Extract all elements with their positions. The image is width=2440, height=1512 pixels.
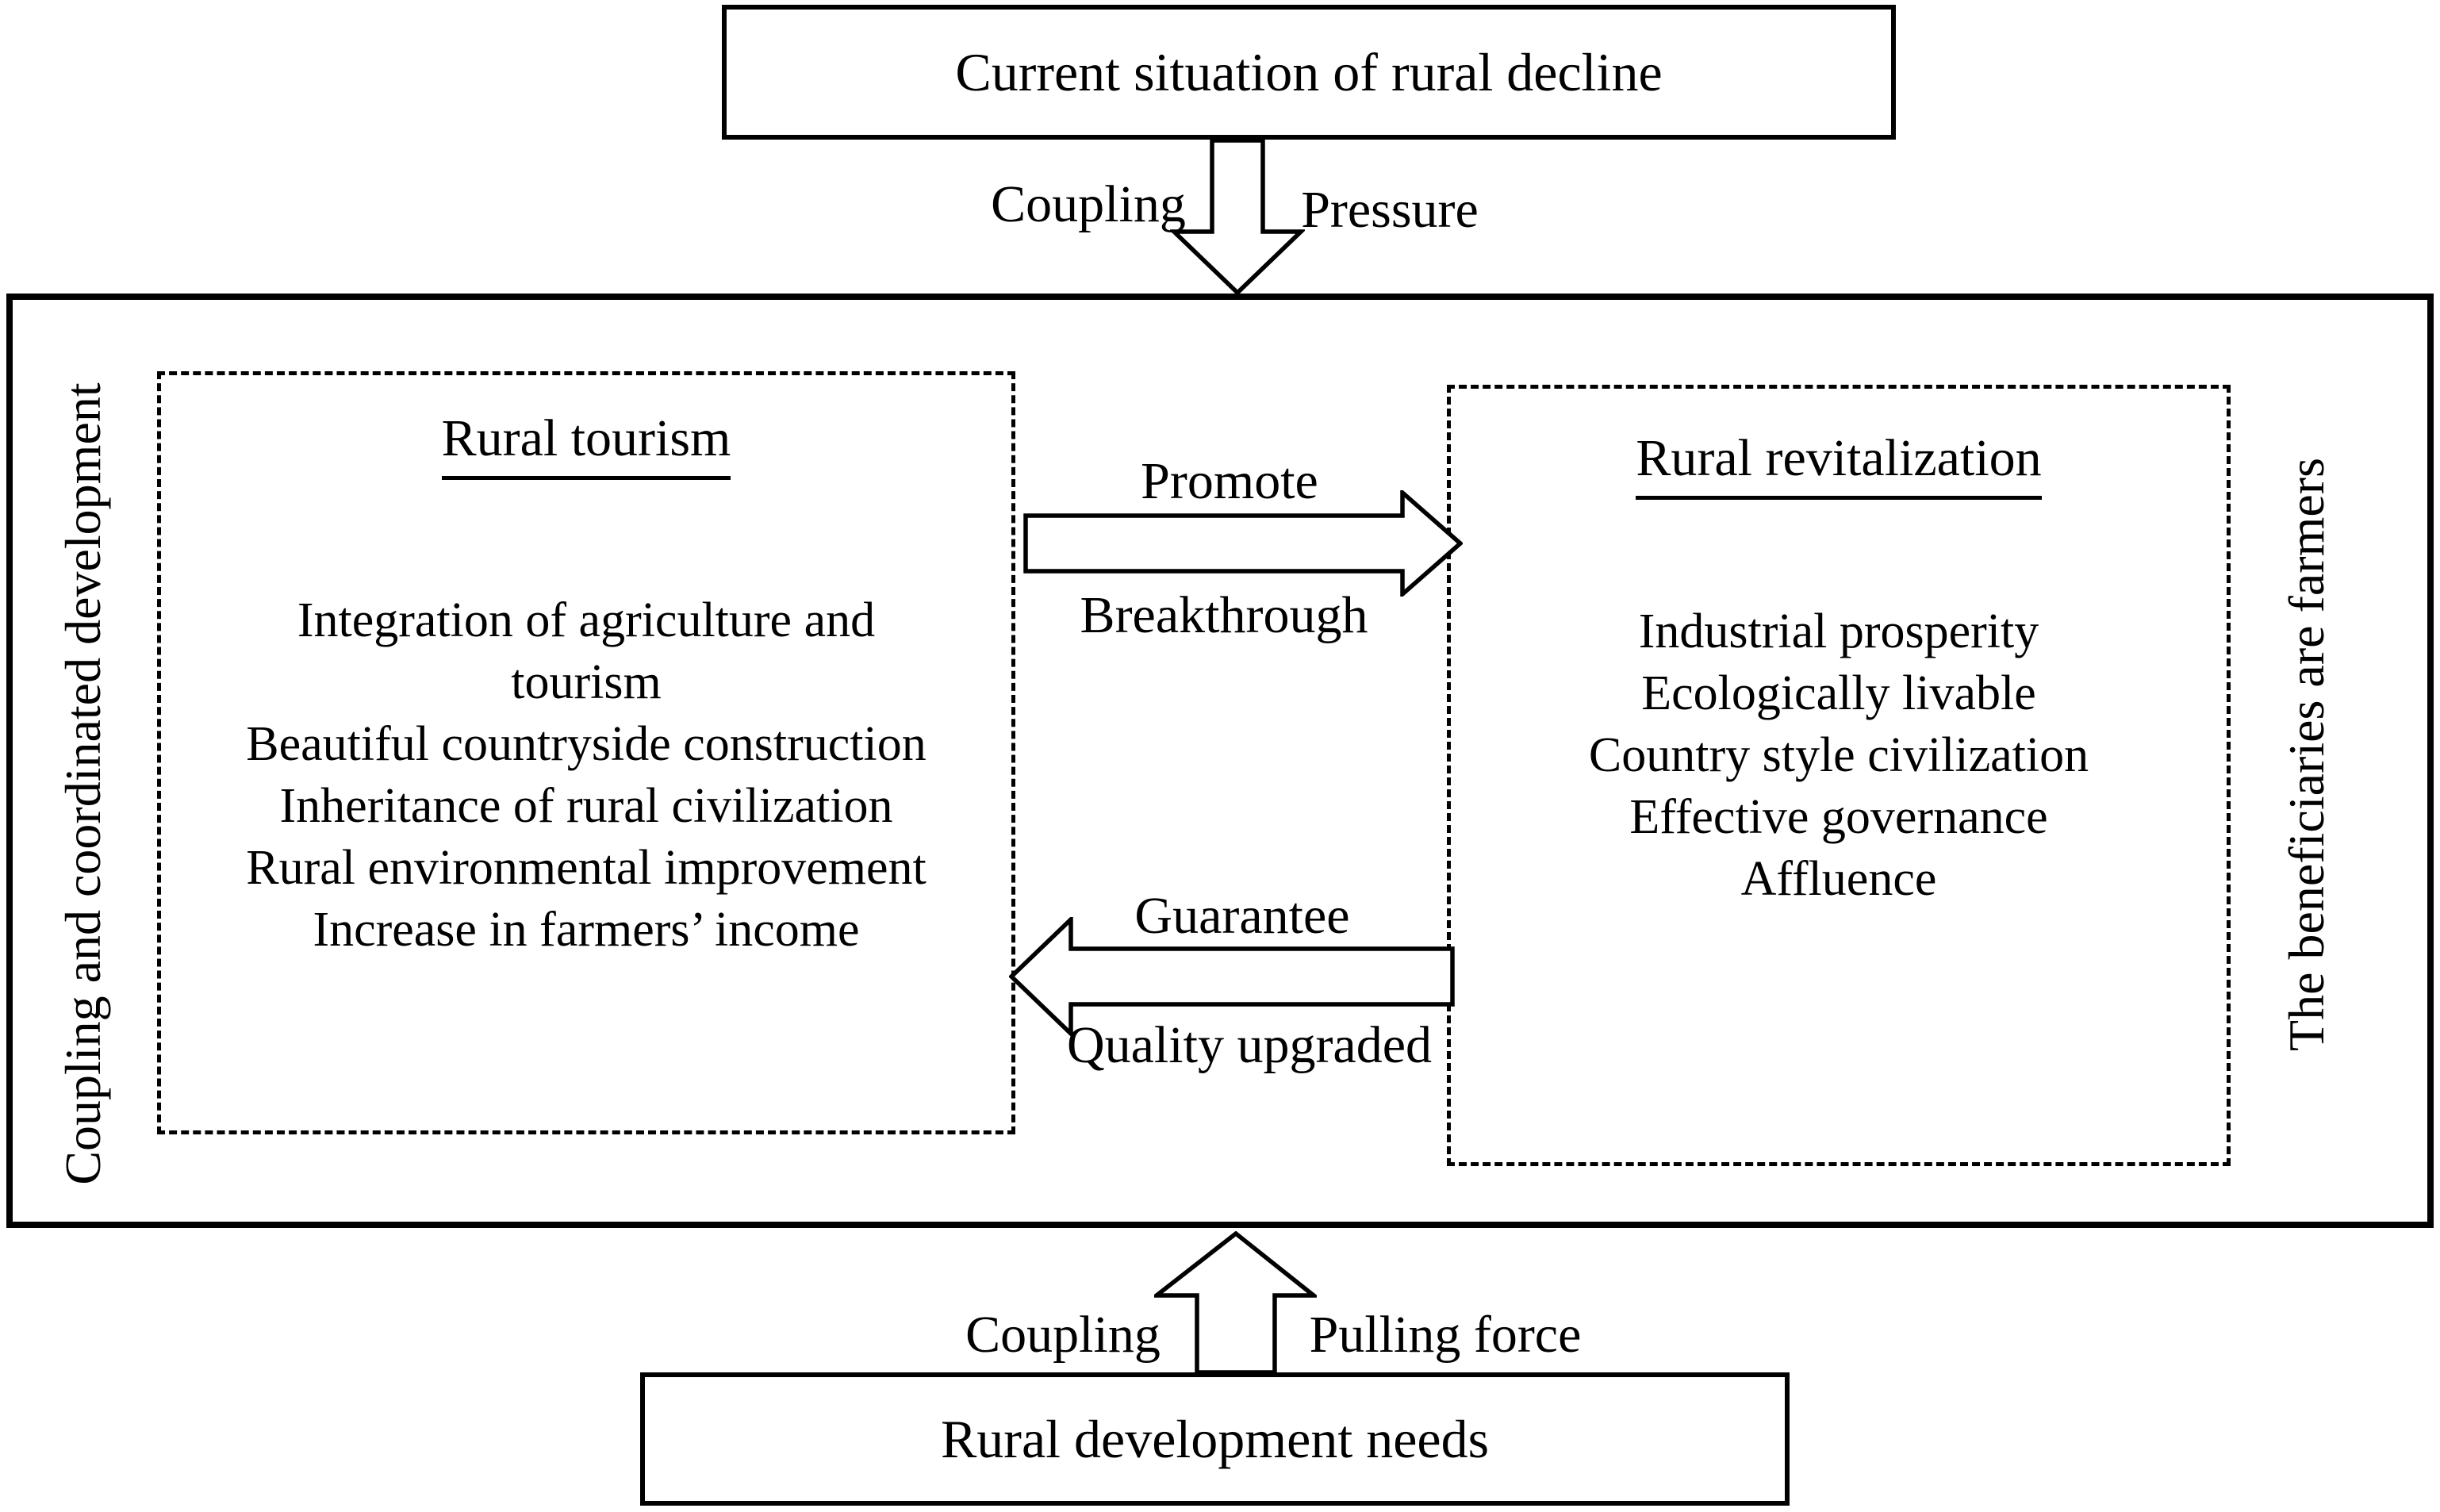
rural-development-needs-box: Rural development needs [640,1372,1790,1506]
list-item: Inheritance of rural civilization [279,779,893,833]
breakthrough-label: Breakthrough [1080,586,1368,644]
pressure-label: Pressure [1301,181,1479,239]
list-item: Country style civilization [1588,728,2089,782]
beneficiaries-vertical-label: The beneficiaries are farmers [2278,458,2334,1051]
promote-arrow-icon [1023,490,1463,597]
rural-tourism-box: Rural tourism Integration of agriculture… [157,371,1015,1134]
coupling-development-vertical-label: Coupling and coordinated development [55,382,111,1185]
current-situation-label: Current situation of rural decline [955,41,1663,102]
list-item: Affluence [1740,852,1937,906]
rural-revitalization-title: Rural revitalization [1636,428,2042,500]
guarantee-label: Guarantee [1134,887,1350,945]
quality-upgraded-label: Quality upgraded [1066,1016,1433,1074]
down-arrow-icon [1170,138,1305,295]
list-item: Industrial prosperity [1638,604,2039,658]
rural-tourism-title-text: Rural tourism [441,409,731,480]
pulling-force-label: Pulling force [1309,1306,1582,1364]
promote-label: Promote [1141,452,1318,510]
current-situation-box: Current situation of rural decline [722,5,1896,140]
list-item: Integration of agriculture and tourism [297,593,876,709]
rural-revitalization-box: Rural revitalization Industrial prosperi… [1447,385,2231,1166]
coupling-label-top: Coupling [991,175,1186,233]
rural-development-needs-label: Rural development needs [940,1408,1490,1469]
list-item: Effective governance [1629,790,2048,844]
list-item: Increase in farmers’ income [313,903,860,957]
list-item: Beautiful countryside construction [246,717,927,771]
coupling-outer-box [6,294,2434,1228]
up-arrow-icon [1154,1231,1317,1374]
guarantee-arrow-icon [1009,917,1455,1036]
rural-tourism-title: Rural tourism [441,409,731,480]
rural-revitalization-title-text: Rural revitalization [1636,428,2042,500]
list-item: Rural environmental improvement [246,841,927,895]
list-item: Ecologically livable [1641,666,2036,720]
coupling-label-bottom: Coupling [965,1306,1161,1364]
